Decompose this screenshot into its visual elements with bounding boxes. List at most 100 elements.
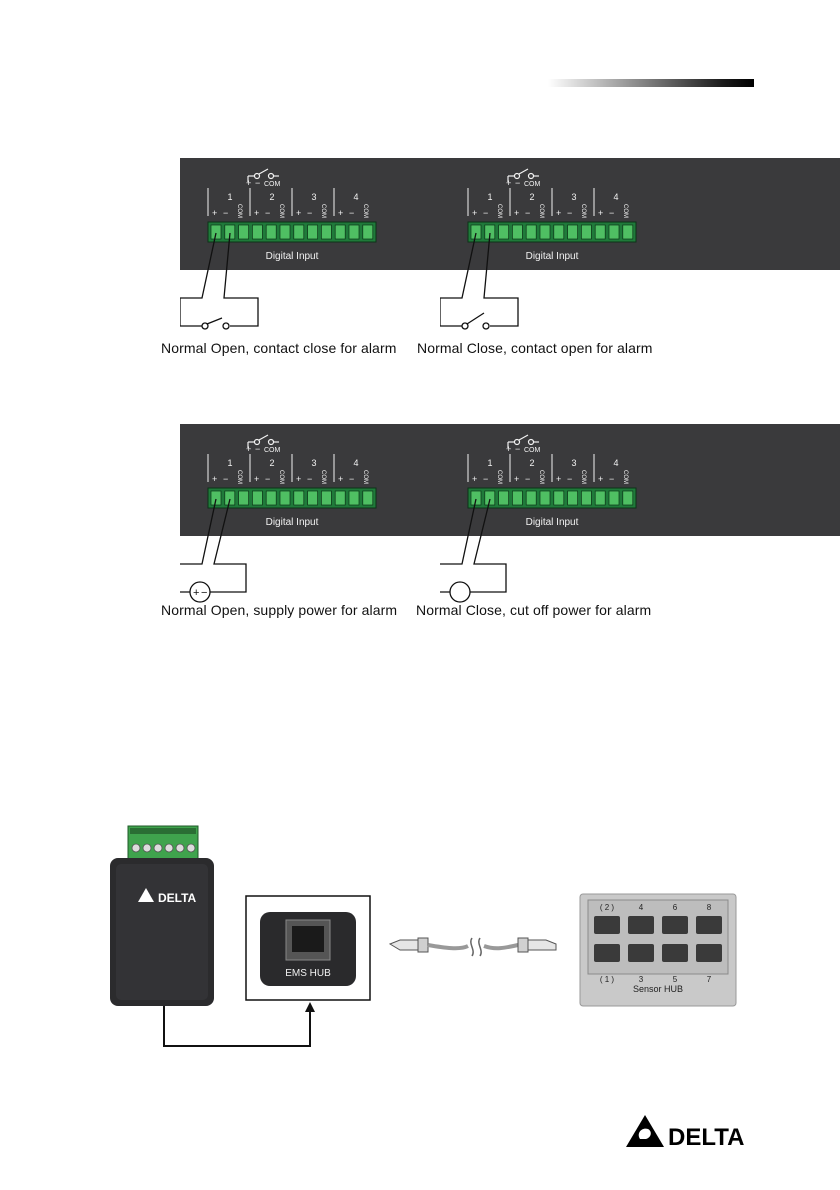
hub-port-bottom <box>594 944 620 962</box>
footer-brand: DELTA <box>668 1124 744 1149</box>
channel-number: 2 <box>529 458 534 468</box>
terminal-screw <box>484 490 496 506</box>
caption-nc-contact: Normal Close, contact open for alarm <box>417 340 653 356</box>
source-plus: + <box>193 587 199 599</box>
terminal-screw <box>539 490 551 506</box>
sensor-hub-label: Sensor HUB <box>633 984 683 994</box>
top-com-label: COM <box>264 447 281 454</box>
terminal-screw <box>498 224 509 240</box>
terminal-screw <box>512 490 523 506</box>
terminal-screw <box>362 224 374 240</box>
channel-number: 4 <box>613 458 618 468</box>
terminal-plus: + <box>338 474 343 484</box>
terminal-screw <box>567 224 578 240</box>
terminal-com: COM <box>580 204 586 218</box>
hub-port-label: 8 <box>707 903 712 912</box>
board-label: Digital Input <box>266 251 319 262</box>
top-minus: − <box>255 444 260 454</box>
channel-number: 1 <box>227 192 232 202</box>
terminal-plus: + <box>556 474 561 484</box>
hub-port-label: 5 <box>673 975 678 984</box>
external-wiring: +− <box>180 498 247 603</box>
board-label: Digital Input <box>266 517 319 528</box>
terminal-minus: − <box>525 474 530 484</box>
arrow-head-icon <box>305 1002 315 1012</box>
terminal-plus: + <box>556 208 561 218</box>
channel-number: 1 <box>487 458 492 468</box>
channel-number: 4 <box>613 192 618 202</box>
terminal-screw <box>307 224 318 240</box>
terminal-screw <box>321 490 332 506</box>
terminal-plus: + <box>296 474 301 484</box>
hub-port-bottom <box>628 944 654 962</box>
terminal-screw <box>553 490 565 506</box>
terminal-block <box>207 221 377 243</box>
top-plus: + <box>506 178 511 188</box>
ems-hub-label: EMS HUB <box>285 968 331 979</box>
channel-number: 2 <box>529 192 534 202</box>
terminal-screw <box>539 224 551 240</box>
terminal-screw <box>470 224 482 240</box>
external-wiring <box>180 232 259 330</box>
caption-no-contact: Normal Open, contact close for alarm <box>161 340 397 356</box>
terminal-screw <box>594 490 606 506</box>
terminal-screw <box>293 490 305 506</box>
terminal-screw <box>252 490 263 506</box>
hub-port-top <box>696 916 722 934</box>
terminal-plus: + <box>254 208 259 218</box>
channel-number: 4 <box>353 192 358 202</box>
terminal-minus: − <box>609 208 614 218</box>
device-panel-face <box>440 424 840 536</box>
terminal-screw <box>525 224 537 240</box>
channel-number: 3 <box>311 192 316 202</box>
terminal-minus: − <box>223 474 228 484</box>
external-wiring <box>440 498 507 603</box>
terminal-screws <box>470 224 634 240</box>
terminal-screw <box>238 490 249 506</box>
terminal-com: COM <box>580 470 586 484</box>
terminal-minus: − <box>349 208 354 218</box>
terminal-screw <box>498 490 509 506</box>
terminal-screw <box>334 224 346 240</box>
terminal-screw <box>622 490 634 506</box>
terminal-plus: + <box>598 474 603 484</box>
switch-symbol-icon <box>247 168 279 182</box>
terminal-com: COM <box>496 204 502 218</box>
switch-symbol-icon <box>247 434 279 448</box>
terminal-screw <box>210 224 222 240</box>
terminal-com: COM <box>362 470 368 484</box>
terminal-minus: − <box>265 208 270 218</box>
terminal-screw <box>567 490 578 506</box>
hub-port-top <box>628 916 654 934</box>
terminal-screw <box>224 490 236 506</box>
terminal-plus: + <box>338 208 343 218</box>
terminal-screw <box>348 490 360 506</box>
channel-number: 2 <box>269 192 274 202</box>
hub-port-label: ( 2 ) <box>600 903 615 912</box>
terminal-screw <box>622 224 634 240</box>
terminal-screw <box>307 490 318 506</box>
top-com-label: COM <box>264 181 281 188</box>
terminal-plus: + <box>472 474 477 484</box>
terminal-screw <box>265 490 277 506</box>
top-minus: − <box>515 444 520 454</box>
board-label: Digital Input <box>526 251 579 262</box>
top-com-label: COM <box>524 181 541 188</box>
terminal-screw <box>334 490 346 506</box>
hub-port-label: 7 <box>707 975 712 984</box>
rj45-cable-icon <box>388 937 557 957</box>
caption-no-power: Normal Open, supply power for alarm <box>161 602 398 618</box>
terminal-screw <box>252 224 263 240</box>
terminal-screw <box>279 490 291 506</box>
terminal-screw <box>608 224 620 240</box>
terminal-screw <box>608 490 620 506</box>
